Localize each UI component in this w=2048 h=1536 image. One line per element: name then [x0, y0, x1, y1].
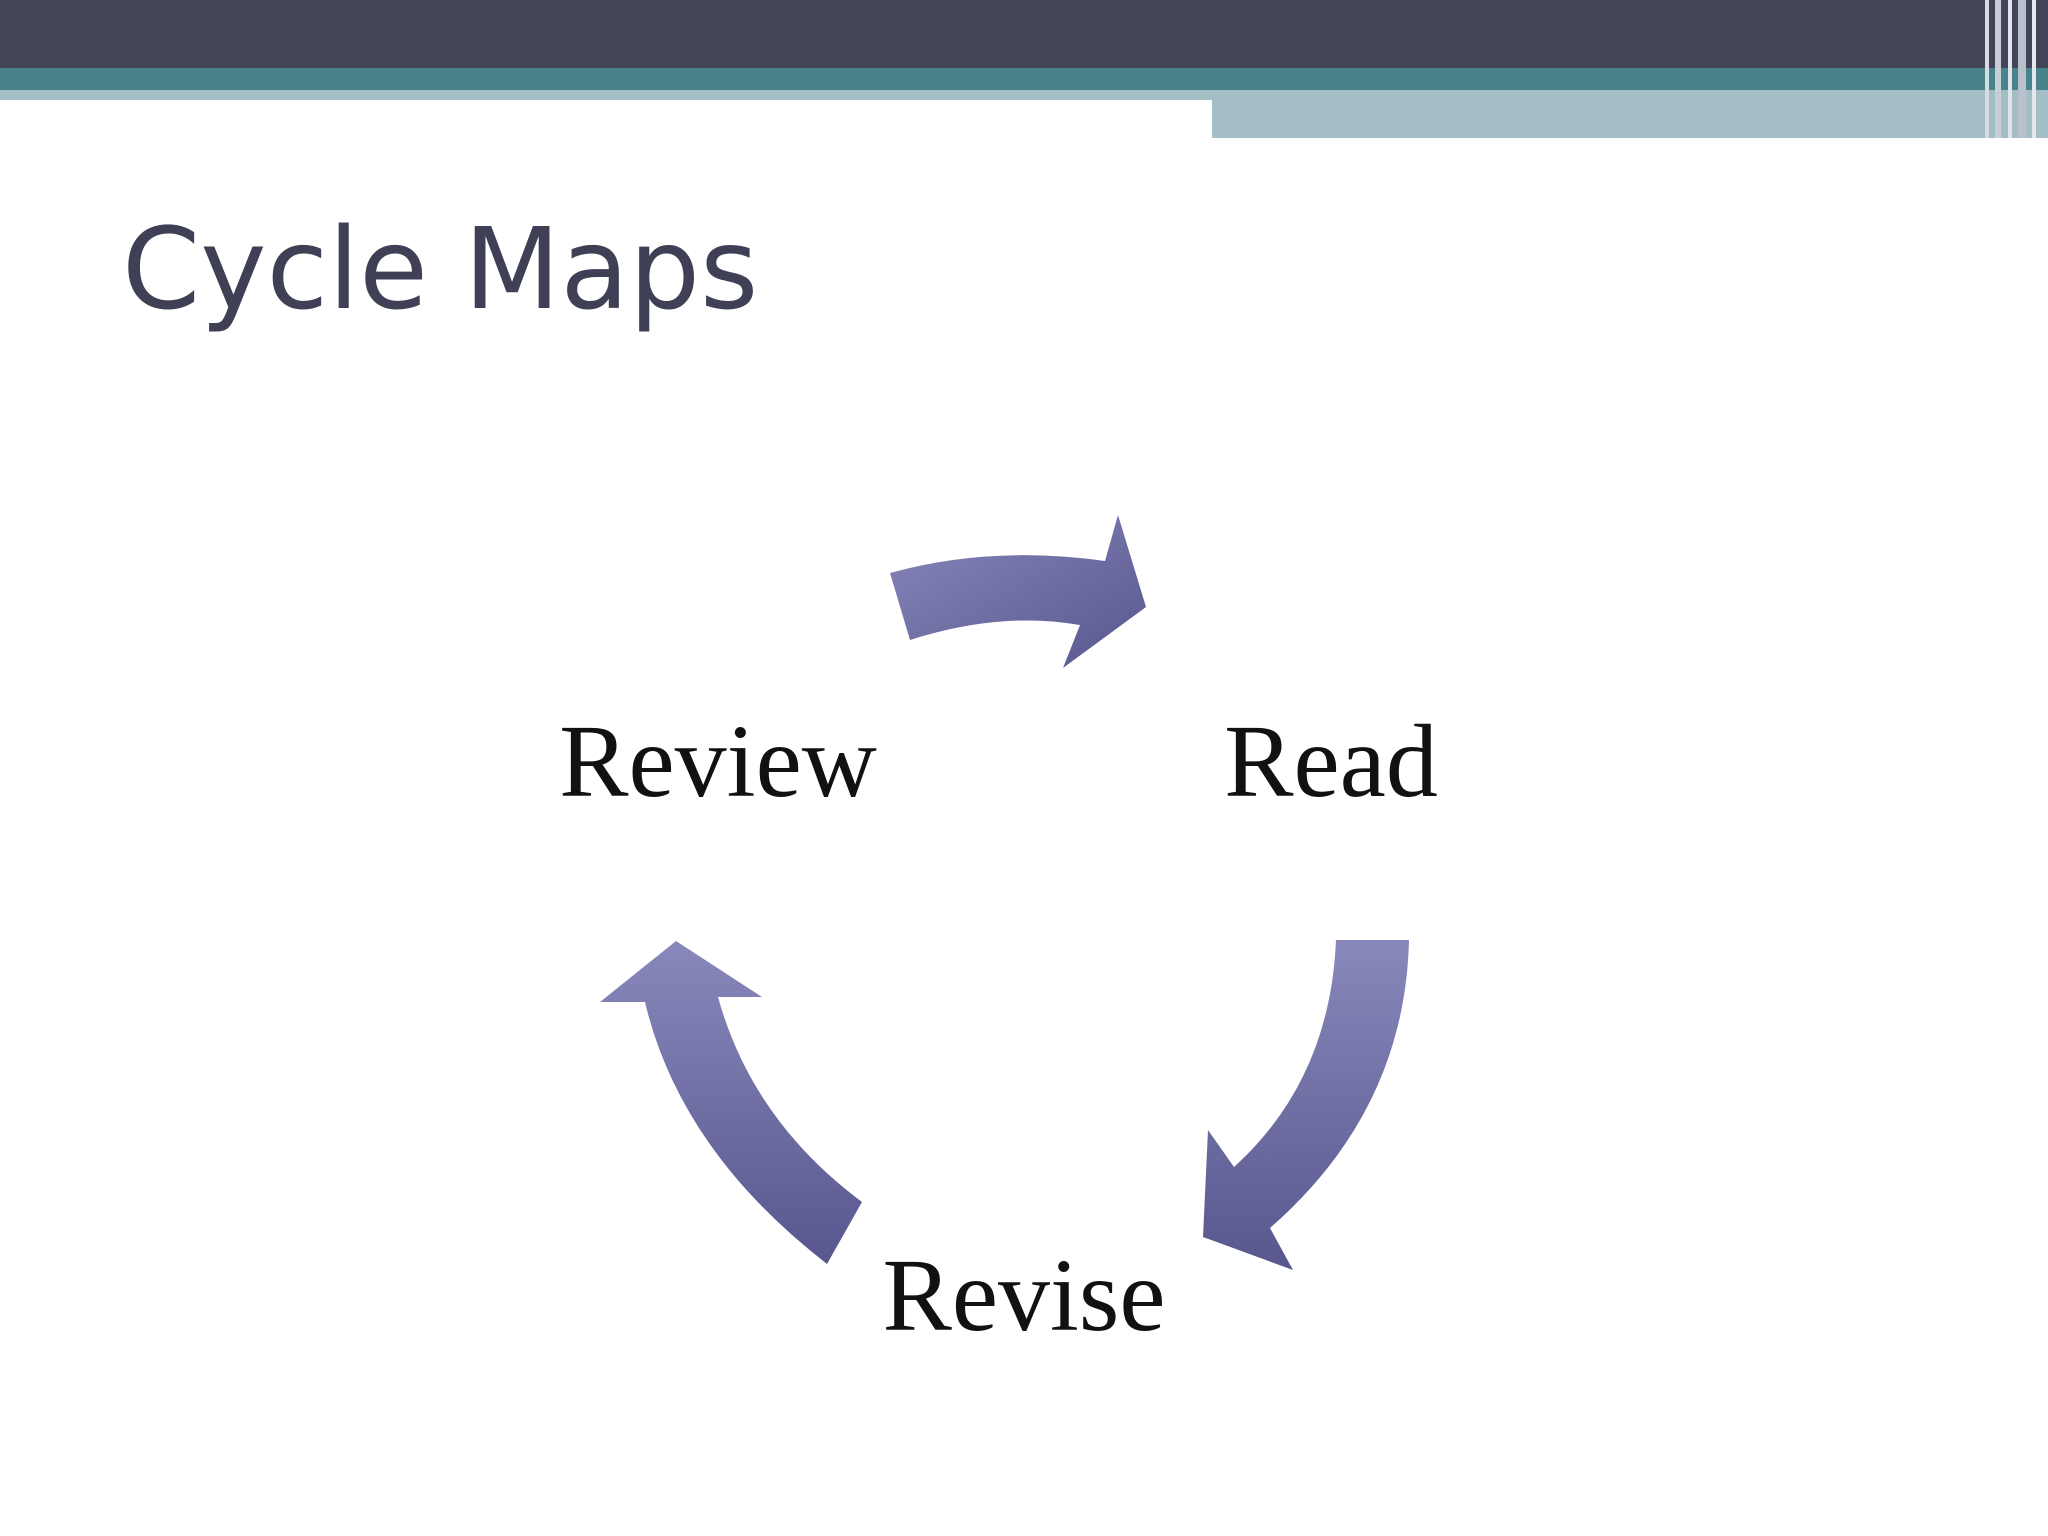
arrow-revise-to-review: [600, 941, 862, 1264]
arrow-review-to-read: [890, 515, 1146, 668]
header-band-graphic: [0, 0, 2048, 138]
node-label-read: Read: [1224, 704, 1438, 819]
node-label-review: Review: [559, 704, 877, 819]
arrow-read-to-revise: [1203, 940, 1409, 1270]
header-band: [0, 0, 2048, 140]
node-label-revise: Revise: [882, 1238, 1165, 1353]
slide-title: Cycle Maps: [122, 205, 759, 335]
